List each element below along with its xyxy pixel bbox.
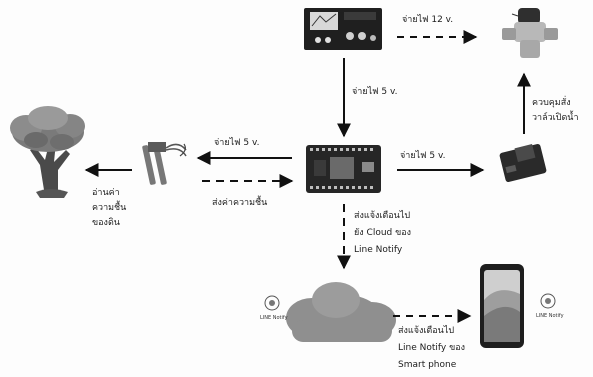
line-notify-logo-phone xyxy=(541,294,555,308)
line-notify-logo-text-phone: LINE Notify xyxy=(536,310,564,322)
label-psu-to-valve: จ่ายไฟ 12 v. xyxy=(402,14,453,26)
label-read-moisture-line3: ของดิน xyxy=(92,217,120,229)
soil-moisture-sensor xyxy=(142,142,186,185)
label-board-to-sensor: จ่ายไฟ 5 v. xyxy=(214,137,259,149)
label-board-to-relay: จ่ายไฟ 5 v. xyxy=(400,150,445,162)
label-cloud-to-phone-line3: Smart phone xyxy=(398,359,456,371)
label-relay-to-valve-line2: วาล์วเปิดน้ำ xyxy=(532,112,579,124)
label-board-to-cloud-line2: ยัง Cloud ของ xyxy=(354,227,411,239)
cloud-shape xyxy=(286,282,396,342)
tree-illustration xyxy=(10,106,85,198)
label-cloud-to-phone-line2: Line Notify ของ xyxy=(398,342,465,354)
solenoid-valve xyxy=(502,8,558,58)
label-cloud-to-phone-line1: ส่งแจ้งเตือนไป xyxy=(398,325,454,337)
label-read-moisture-line1: อ่านค่า xyxy=(92,187,120,199)
relay-module xyxy=(499,143,547,182)
microcontroller-board xyxy=(306,145,381,193)
power-supply-unit xyxy=(304,8,382,50)
label-relay-to-valve-line1: ควบคุมสั่ง xyxy=(532,97,571,109)
line-notify-logo-cloud xyxy=(265,296,279,310)
line-notify-logo-text-cloud: LINE Notify xyxy=(260,312,288,324)
smartphone xyxy=(480,264,524,348)
label-sensor-to-board: ส่งค่าความชื้น xyxy=(212,197,267,209)
label-read-moisture-line2: ความชื้น xyxy=(92,202,126,214)
label-board-to-cloud-line1: ส่งแจ้งเตือนไป xyxy=(354,210,410,222)
label-psu-to-board: จ่ายไฟ 5 v. xyxy=(352,86,397,98)
label-board-to-cloud-line3: Line Notify xyxy=(354,244,402,256)
